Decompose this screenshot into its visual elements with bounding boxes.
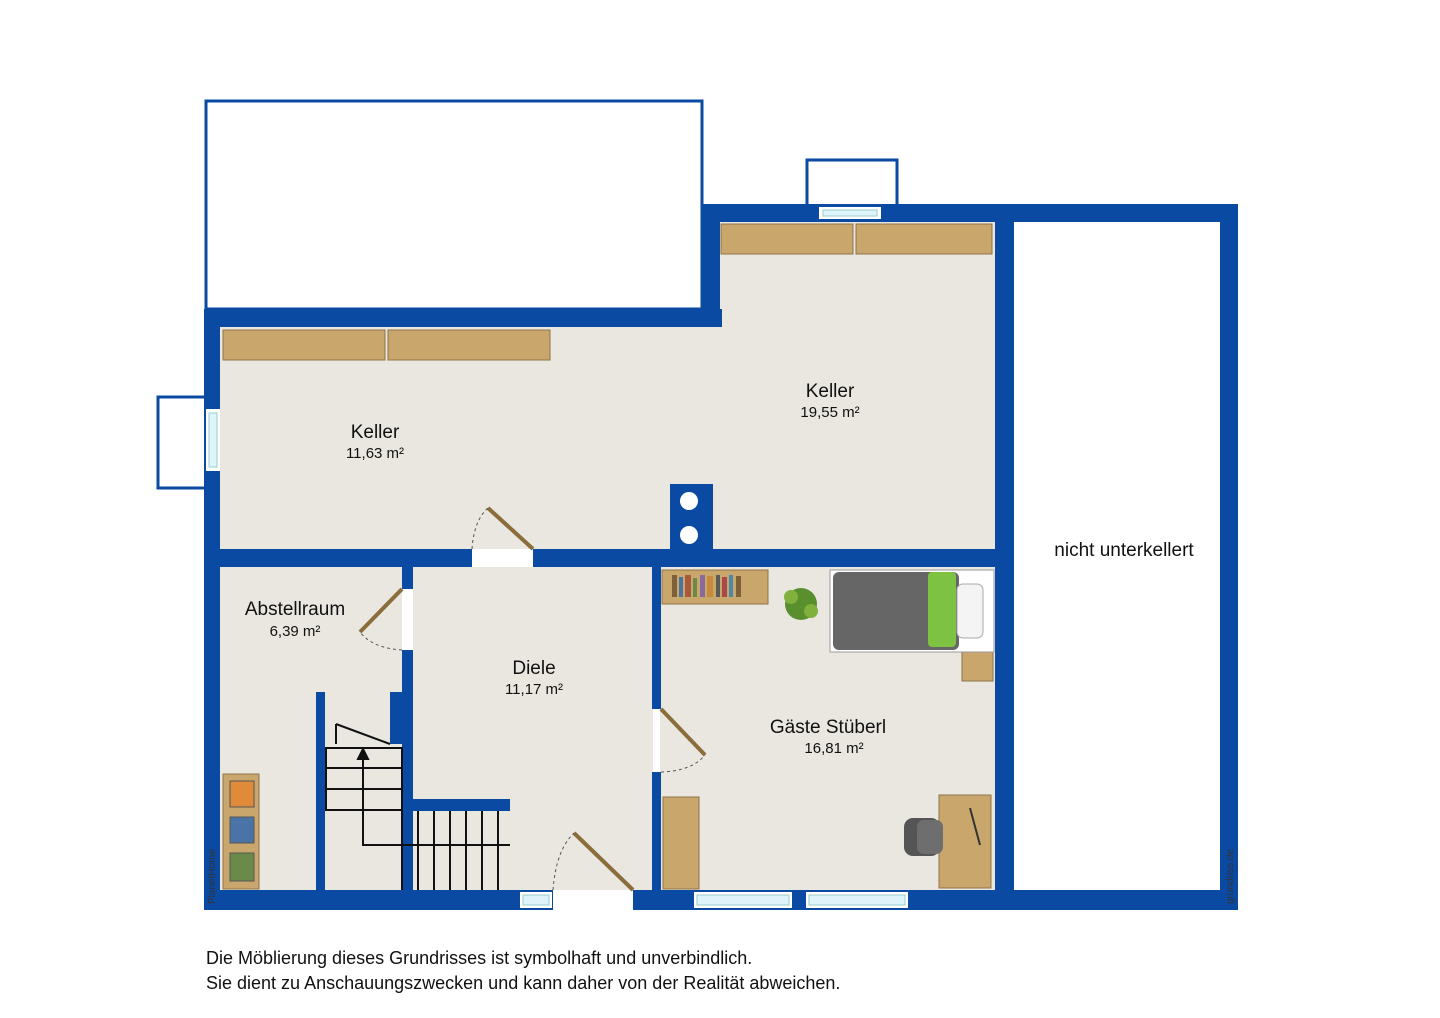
room-name-abstellraum: Abstellraum [245, 599, 345, 620]
storage-boxes [229, 780, 255, 882]
disclaimer: Die Möblierung dieses Grundrisses ist sy… [206, 946, 840, 996]
credit-right: grundriss.de [1225, 849, 1236, 904]
unterkellert-area [1014, 222, 1220, 890]
door-entrance [572, 831, 635, 892]
light-well-top [805, 158, 899, 208]
office-chair-icon [904, 818, 943, 856]
credit-left: PlanetHome [207, 849, 218, 904]
door-abstellraum [358, 587, 404, 634]
room-name-keller-left: Keller [351, 422, 400, 443]
door-gaeste [659, 707, 707, 757]
walls [204, 204, 1238, 910]
books [672, 575, 741, 597]
disclaimer-line-2: Sie dient zu Anschauungszwecken und kann… [206, 973, 841, 993]
pen-icon [969, 807, 981, 846]
room-area-diele: 11,17 m² [505, 681, 563, 698]
door-keller-diele [486, 506, 535, 551]
doors [358, 506, 707, 892]
windows [206, 207, 908, 910]
door-swings [359, 507, 706, 891]
bed [829, 569, 995, 653]
room-name-diele: Diele [512, 658, 555, 679]
room-area-keller-right: 19,55 m² [800, 404, 859, 421]
floors [220, 222, 995, 890]
staircase [325, 723, 510, 890]
room-area-keller-left: 11,63 m² [346, 445, 404, 462]
chimney-flue [680, 492, 698, 510]
room-area-abstellraum: 6,39 m² [270, 623, 321, 640]
room-area-gaeste: 16,81 m² [804, 740, 863, 757]
room-name-keller-right: Keller [806, 381, 855, 402]
room-name-gaeste: Gäste Stüberl [770, 717, 886, 738]
terrace-outline [204, 99, 704, 311]
light-well-left [156, 395, 208, 490]
shelves [222, 223, 994, 890]
chimney-flue [680, 526, 698, 544]
disclaimer-line-1: Die Möblierung dieses Grundrisses ist sy… [206, 948, 753, 968]
plant-icon [784, 588, 818, 620]
room-name-unterkellert: nicht unterkellert [1054, 540, 1194, 561]
